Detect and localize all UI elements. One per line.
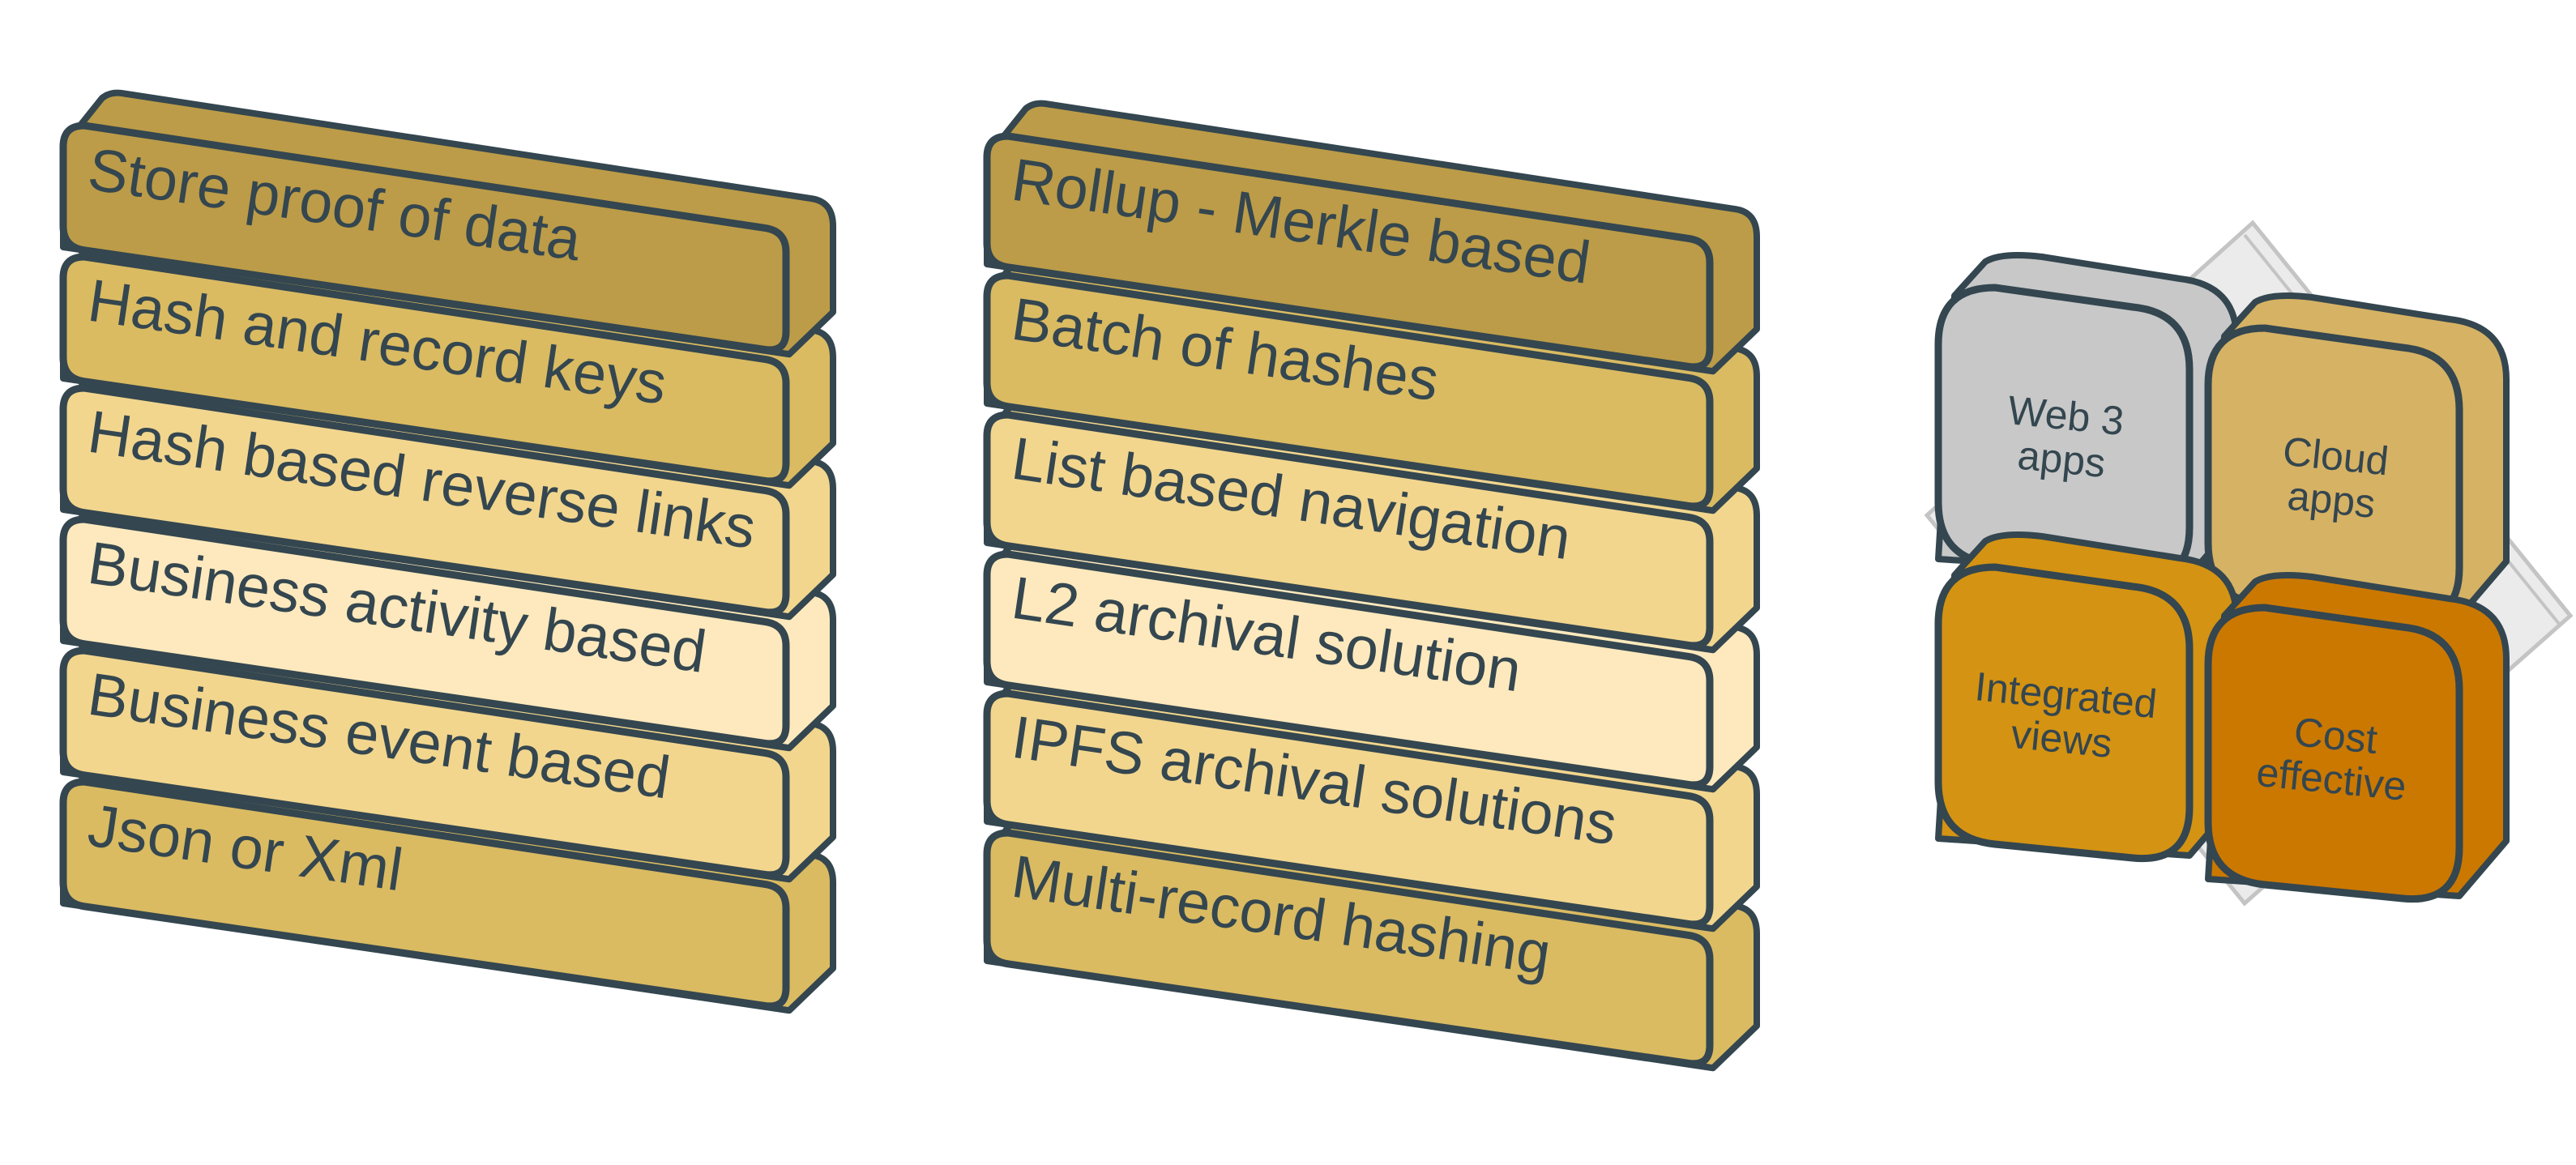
stack-layer: Rollup - Merkle based [983, 100, 1760, 375]
tile-front-face [2204, 604, 2463, 903]
stack-layer: Store proof of data [59, 89, 836, 358]
layer-front-face [983, 829, 1714, 1068]
layer-front-face [983, 411, 1714, 650]
stack-layer: Business event based [59, 614, 836, 883]
layer-front-face [59, 778, 790, 1010]
layer-front-face [983, 550, 1714, 789]
layer-front-face [59, 122, 790, 354]
layer-front-face [983, 271, 1714, 510]
layer-front-face [59, 253, 790, 485]
tile-label-line2: apps [2285, 473, 2377, 527]
tile-front-face [1934, 563, 2194, 863]
tile-label-line2: views [2009, 711, 2114, 766]
tile-label-line2: apps [2015, 433, 2107, 487]
layer-front-face [983, 132, 1714, 371]
tile-label-line1: Cost [2292, 709, 2380, 762]
layer-front-face [59, 515, 790, 748]
layer-front-face [59, 384, 790, 617]
layer-front-face [983, 689, 1714, 928]
tile-label-line1: Cloud [2281, 429, 2391, 484]
layer-front-face [59, 647, 790, 879]
stack-layer: Hash and record keys [59, 220, 836, 489]
